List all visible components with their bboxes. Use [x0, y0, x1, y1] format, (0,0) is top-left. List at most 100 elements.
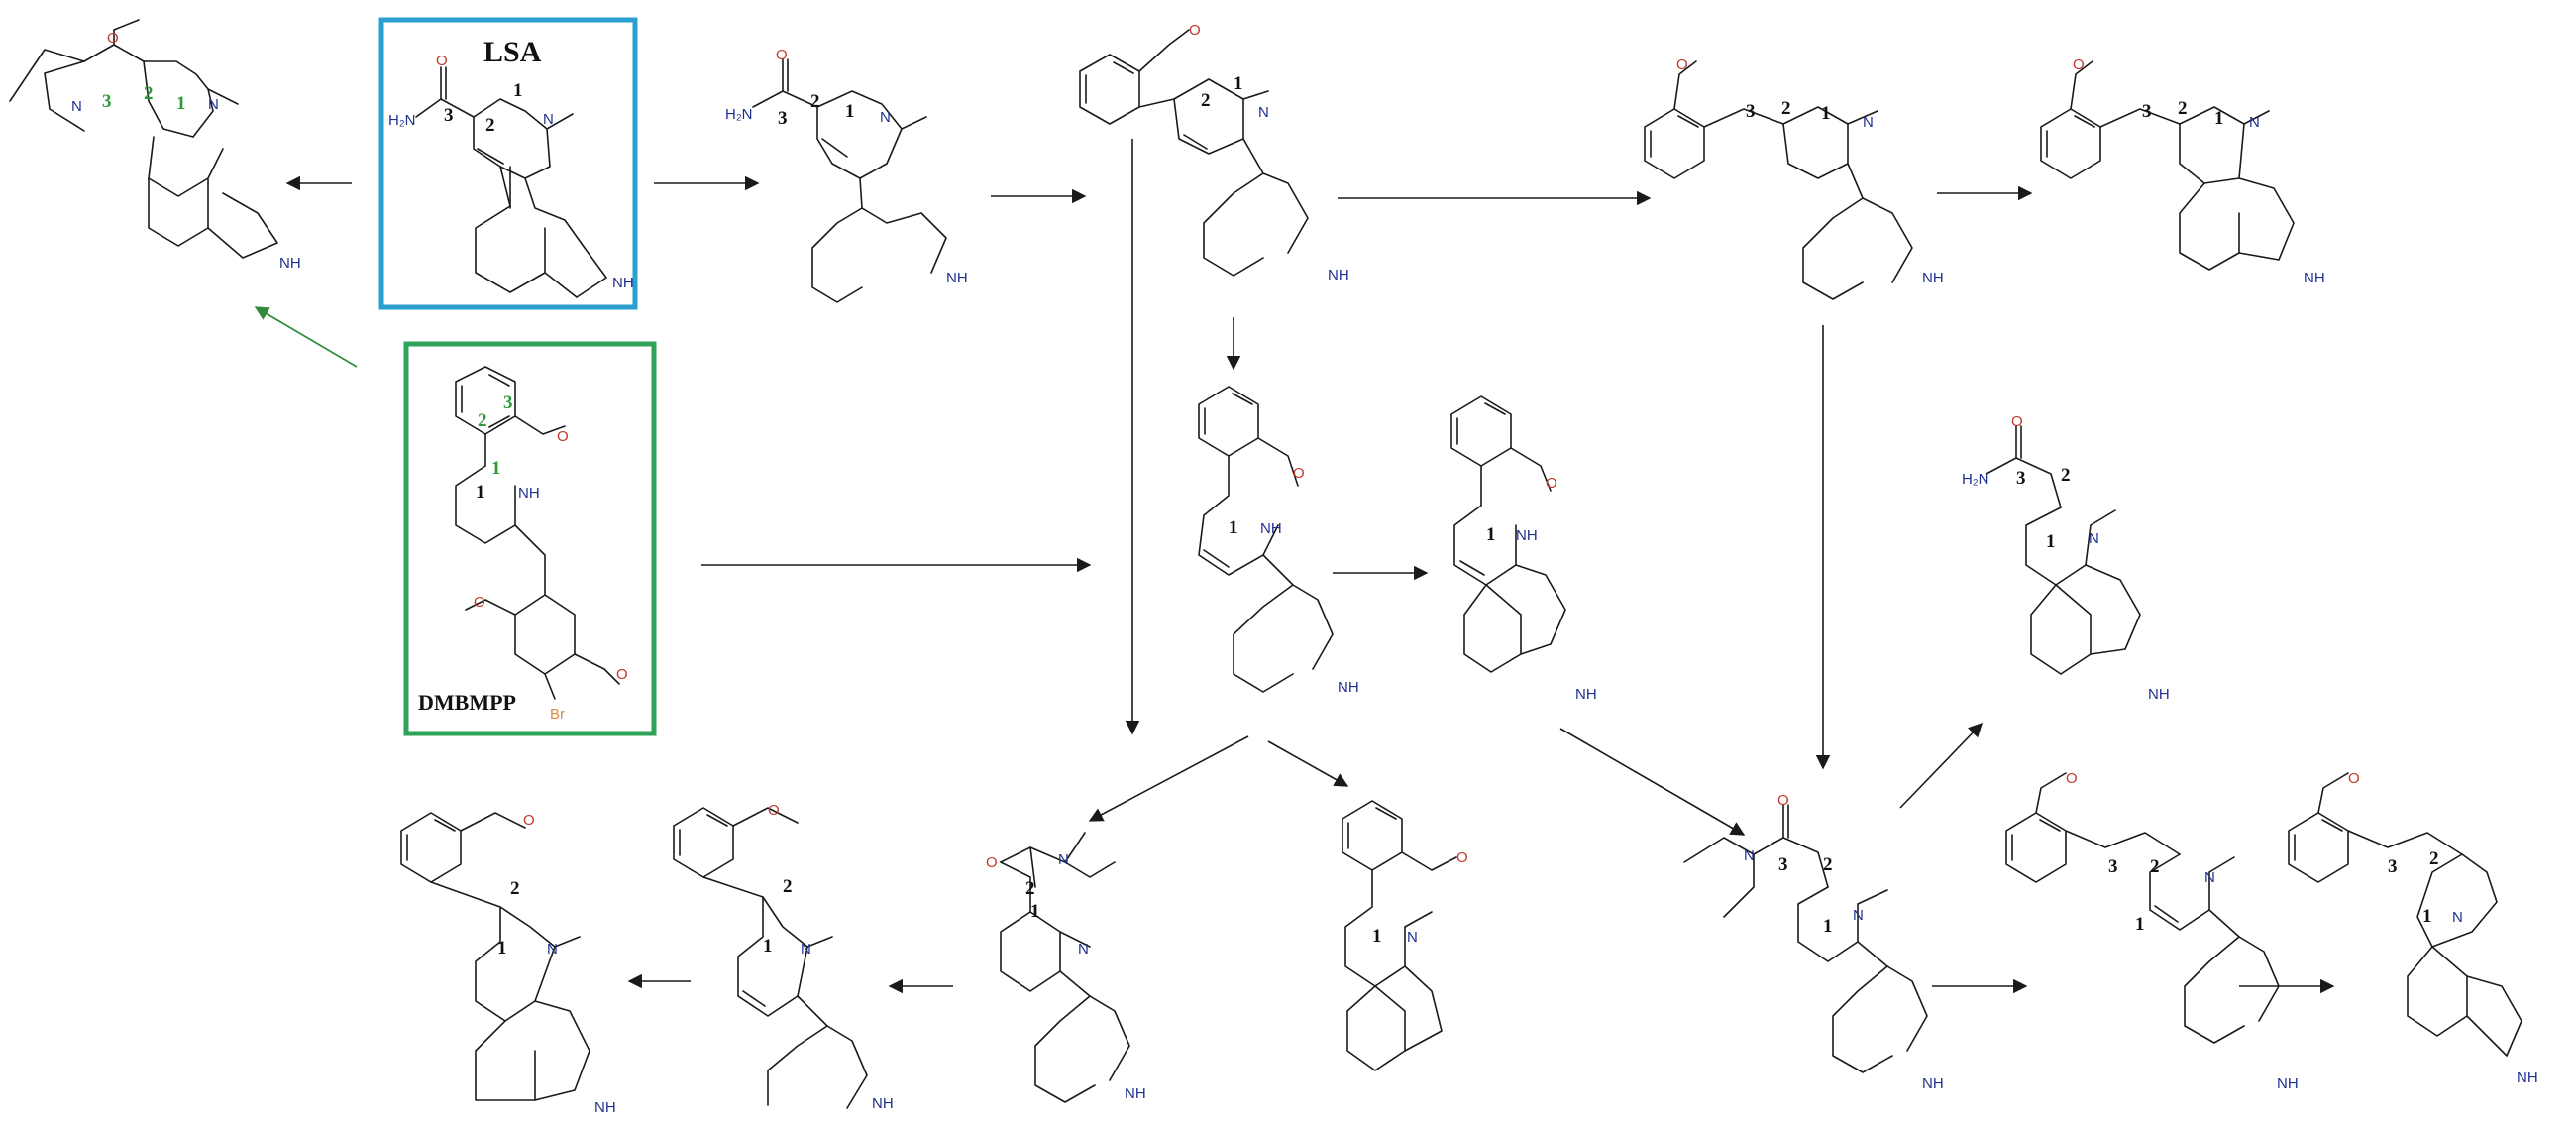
- label-1: 1: [1229, 517, 1238, 538]
- atom-nh: NH: [946, 270, 968, 286]
- label-2: 2: [1781, 98, 1791, 119]
- label-1: 1: [513, 80, 523, 101]
- lsa-title: LSA: [483, 36, 542, 68]
- atom-o: O: [2066, 770, 2078, 787]
- atom-nh: NH: [1516, 527, 1538, 544]
- structure-bottom-4: O N 1: [1342, 800, 1468, 1071]
- atom-n: N: [1407, 929, 1418, 946]
- label-1: 1: [1234, 73, 1243, 94]
- structure-bottom-6: O N NH 3 2 1: [2005, 770, 2299, 1092]
- atom-o: O: [1777, 792, 1789, 809]
- label-2: 2: [2178, 98, 2188, 119]
- label-1: 1: [476, 482, 485, 503]
- label-1: 1: [1030, 901, 1040, 922]
- label-3: 3: [1746, 101, 1756, 122]
- atom-o: O: [2011, 413, 2023, 430]
- atom-o: O: [107, 30, 119, 47]
- atom-o: O: [474, 594, 485, 611]
- label-2: 2: [2150, 856, 2160, 877]
- lsa-box: [378, 17, 638, 310]
- label-1: 1: [491, 458, 501, 479]
- atom-nh: NH: [518, 485, 540, 502]
- atom-nh: NH: [1922, 1075, 1944, 1092]
- label-2: 2: [510, 878, 520, 899]
- atom-o: O: [523, 812, 535, 829]
- structure-bottom-2: O N NH 2 1: [673, 802, 894, 1112]
- arrow-mid-to-bottom4: [1267, 740, 1349, 787]
- label-3: 3: [1778, 854, 1788, 875]
- atom-o: O: [1456, 849, 1468, 866]
- atom-o: O: [986, 854, 998, 871]
- label-1: 1: [845, 101, 855, 122]
- atom-o: O: [776, 47, 788, 63]
- label-2: 2: [810, 91, 820, 112]
- label-1: 1: [2214, 108, 2224, 129]
- label-3: 3: [503, 393, 513, 413]
- atom-n: N: [208, 96, 219, 113]
- label-1: 1: [2422, 906, 2432, 927]
- atom-nh: NH: [2148, 686, 2170, 703]
- structure-bottom-7: O N NH 3 2 1: [2288, 770, 2538, 1086]
- structure-amide-open: O H₂N N NH 2 1 3: [725, 47, 968, 303]
- atom-n: N: [547, 941, 558, 957]
- atom-nh: NH: [2517, 1070, 2538, 1086]
- atom-n: N: [1853, 907, 1864, 924]
- structure-dmbmpp: O NH O O Br DMBMPP 2 3 1 1: [418, 366, 628, 723]
- atom-nh: NH: [2277, 1075, 2299, 1092]
- label-1: 1: [2135, 914, 2145, 935]
- label-1: 1: [497, 938, 507, 958]
- atom-n: N: [1863, 114, 1874, 131]
- atom-o: O: [1293, 465, 1305, 482]
- label-2: 2: [2429, 848, 2439, 869]
- atom-o: O: [1676, 56, 1688, 73]
- label-2: 2: [2061, 465, 2071, 486]
- label-3: 3: [2016, 468, 2026, 489]
- atom-nh: NH: [872, 1095, 894, 1112]
- structure-aryl-ergoline-nh: O NH NH 1: [1450, 395, 1597, 703]
- label-3: 3: [102, 91, 112, 112]
- atom-o: O: [1189, 22, 1201, 39]
- structure-benzyl-piperidine: O N NH 3 2 1: [1644, 56, 1944, 300]
- structure-amide-ergoline: O H₂N N NH 3 2 1: [1962, 413, 2170, 703]
- structure-benzyl-ergoline: O N NH 3 2 1: [2040, 56, 2325, 286]
- atom-h2n: H₂N: [1962, 471, 1989, 488]
- atom-nh: NH: [1338, 679, 1359, 696]
- label-1: 1: [763, 936, 773, 957]
- label-1: 1: [1823, 916, 1833, 937]
- arrow-dmbmpp-to-left: [254, 306, 358, 368]
- atom-n: N: [2204, 869, 2215, 886]
- arrow-bottom5-to-amideergoline: [1899, 722, 1983, 809]
- atom-br: Br: [550, 706, 565, 723]
- label-2: 2: [1823, 854, 1833, 875]
- atom-o: O: [2073, 56, 2085, 73]
- label-2: 2: [478, 410, 487, 431]
- structure-lsa: LSA O H₂N N NH 1 2 3: [388, 36, 634, 298]
- atom-n: N: [2249, 114, 2260, 131]
- label-1: 1: [1486, 524, 1496, 545]
- structure-aryl-aminothp: O NH NH 1: [1198, 386, 1359, 696]
- atom-n: N: [1058, 851, 1069, 868]
- label-2: 2: [1025, 878, 1035, 899]
- atom-nh: NH: [1922, 270, 1944, 286]
- atom-nh: NH: [1260, 520, 1282, 537]
- atom-nh: NH: [1328, 267, 1349, 283]
- label-1: 1: [176, 93, 186, 114]
- label-3: 3: [444, 105, 454, 126]
- structure-bottom-5: O N N NH 3 2 1: [1683, 792, 1944, 1092]
- label-2: 2: [144, 83, 154, 104]
- label-1: 1: [1821, 103, 1831, 124]
- label-2: 2: [485, 115, 495, 136]
- dmbmpp-title: DMBMPP: [418, 690, 516, 715]
- atom-h2n: H₂N: [388, 112, 416, 129]
- structure-bottom-1: O N NH 2 1: [400, 812, 616, 1116]
- atom-n: N: [2089, 530, 2099, 547]
- label-3: 3: [2388, 856, 2398, 877]
- label-3: 3: [778, 108, 788, 129]
- atom-nh: NH: [2304, 270, 2325, 286]
- atom-n: N: [1258, 104, 1269, 121]
- dmbmpp-box: [403, 341, 657, 736]
- atom-o: O: [2348, 770, 2360, 787]
- structure-diethyl-ergoline: O N N NH 3 2 1: [9, 19, 301, 272]
- atom-n: N: [71, 98, 82, 115]
- atom-n: N: [543, 111, 554, 128]
